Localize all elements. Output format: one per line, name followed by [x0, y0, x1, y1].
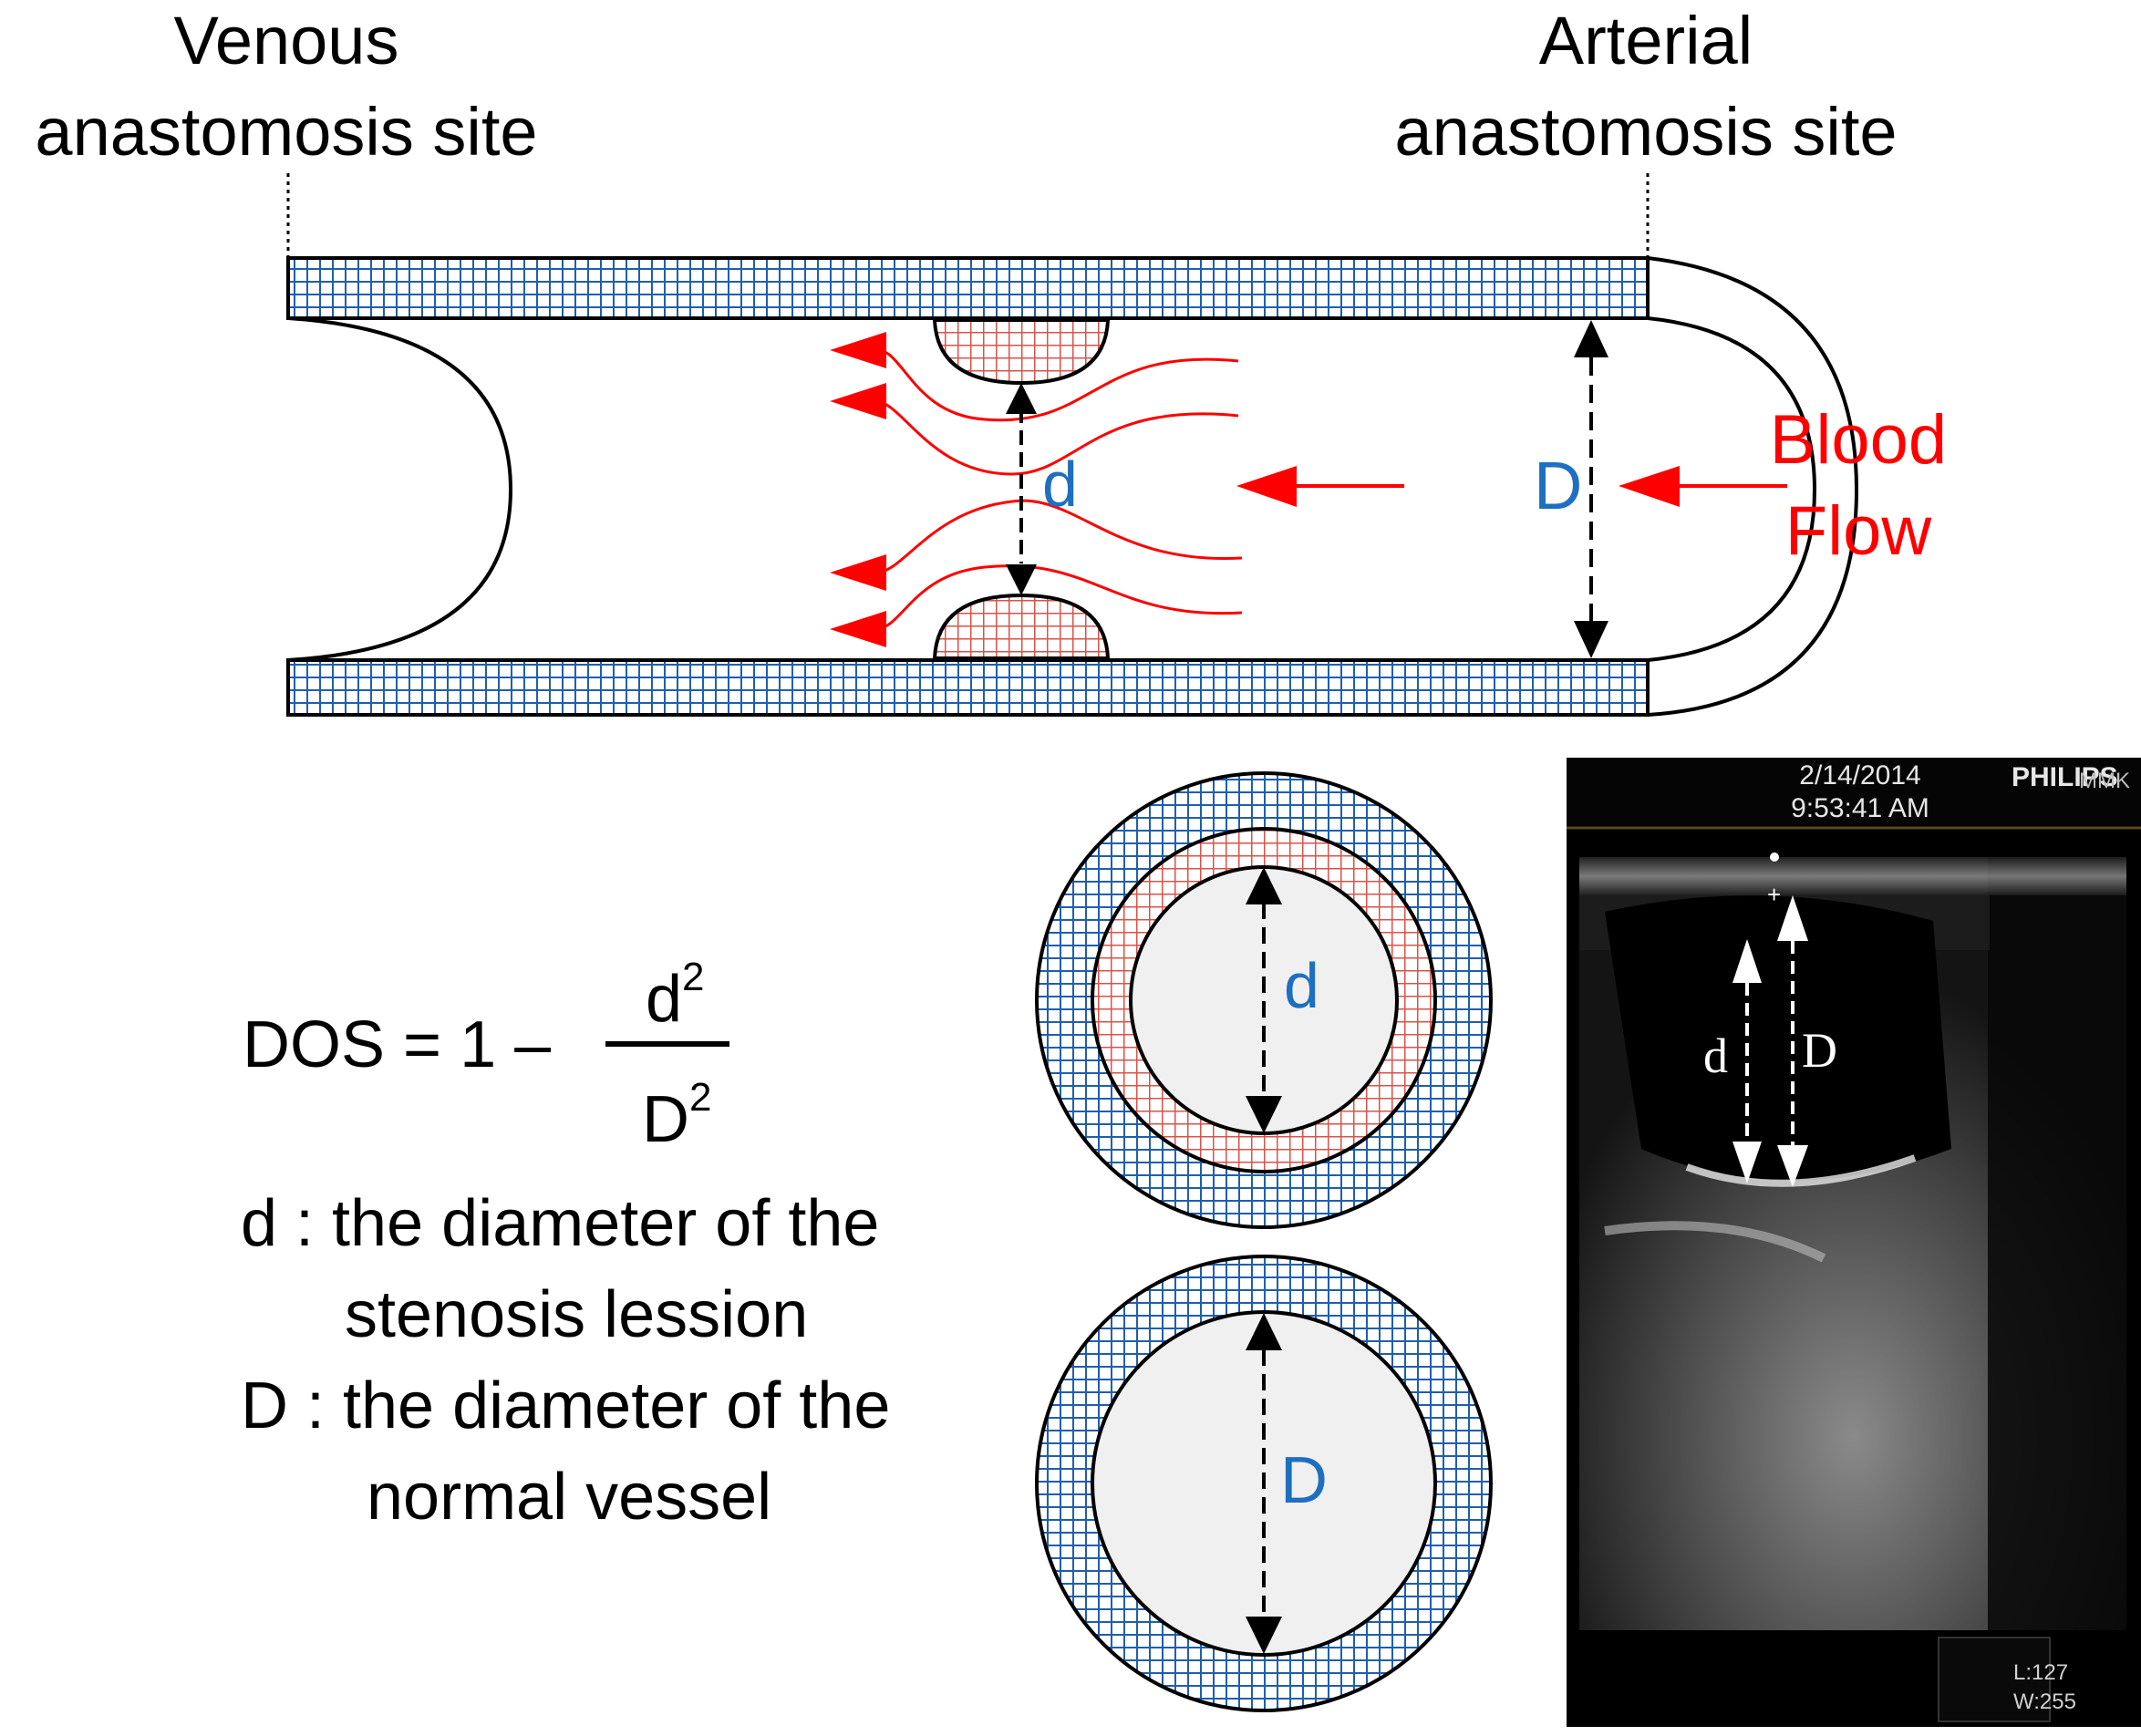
longitudinal-vessel — [286, 256, 1859, 717]
ultrasound-vessel-lumen — [1605, 895, 1951, 1181]
arrowhead-1 — [830, 332, 886, 368]
arterial-label-line1: Arterial — [1539, 3, 1753, 78]
D-label-longitudinal: D — [1534, 448, 1582, 523]
flow-arrow-inlet-head — [1619, 466, 1680, 507]
ultrasound-superficial-band — [1579, 857, 2126, 895]
ultrasound-brand: PHILIPS — [2012, 762, 2118, 792]
ultrasound-W-value: W:255 — [2013, 1690, 2076, 1714]
blood-flow-label-line1: Blood — [1770, 401, 1947, 479]
dos-formula: DOS = 1 – d2 D2 — [243, 955, 729, 1156]
D-label-cross-section: D — [1280, 1444, 1328, 1517]
dimension-D-longitudinal — [1574, 320, 1608, 658]
definition-legend: d : the diameter of the stenosis lession… — [241, 1187, 890, 1534]
d-label-cross-section: d — [1284, 950, 1319, 1021]
arterial-outer-curve — [1647, 256, 1859, 717]
formula-numerator: d2 — [646, 955, 705, 1036]
streamline-1 — [874, 348, 1239, 422]
ultrasound-deep-echo — [1604, 1221, 1826, 1263]
flow-arrow-middle-head — [1236, 466, 1297, 507]
ultrasound-D-label: D — [1802, 1023, 1837, 1078]
legend-d-line1: d : the diameter of the — [241, 1187, 879, 1260]
ultrasound-marker-dot — [1770, 852, 1779, 862]
bottom-plaque — [932, 593, 1111, 660]
blood-flow-label-line2: Flow — [1785, 492, 1933, 570]
cross-section-stenosis: d — [1035, 771, 1493, 1229]
ultrasound-marker-plus: + — [1767, 881, 1781, 908]
ultrasound-d-label: d — [1703, 1028, 1728, 1083]
ultrasound-info-box — [1938, 1637, 2051, 1722]
venous-label-line1: Venous — [174, 3, 399, 78]
ultrasound-d-measurement: d — [1703, 939, 1762, 1183]
venous-label-line2: anastomosis site — [35, 94, 537, 170]
legend-d-line2: stenosis lession — [345, 1278, 808, 1351]
legend-D-line2: normal vessel — [367, 1461, 771, 1534]
ultrasound-brand-extra: MMK — [2079, 769, 2130, 793]
venous-end-curve — [287, 316, 513, 662]
main-flow-arrows — [1236, 466, 1787, 507]
cross-section-normal: D — [1035, 1255, 1493, 1712]
arterial-label-line2: anastomosis site — [1394, 94, 1897, 170]
ultrasound-time: 9:53:41 AM — [1791, 793, 1929, 823]
streamline-3 — [874, 499, 1243, 574]
ultrasound-image: 2/14/2014 9:53:41 AM PHILIPS MMK + d — [1567, 758, 2141, 1727]
ultrasound-L-value: L:127 — [2013, 1660, 2068, 1685]
arrowhead-3 — [830, 554, 886, 591]
d-label-longitudinal: d — [1042, 449, 1078, 520]
top-plaque — [932, 318, 1111, 386]
top-vessel-wall — [286, 256, 1650, 320]
ultrasound-header-bar — [1567, 758, 2141, 825]
legend-D-line1: D : the diameter of the — [241, 1369, 890, 1442]
ultrasound-date: 2/14/2014 — [1799, 760, 1920, 790]
ultrasound-right-shadow — [1988, 857, 2126, 1630]
formula-denominator: D2 — [642, 1075, 711, 1156]
arrowhead-2 — [830, 383, 886, 419]
flow-arrowheads — [830, 332, 886, 647]
bottom-vessel-wall — [286, 658, 1650, 717]
ultrasound-D-measurement: D — [1777, 895, 1837, 1187]
arrowhead-4 — [830, 611, 886, 647]
streamline-2 — [874, 399, 1239, 476]
dimension-d-longitudinal — [1006, 383, 1037, 595]
formula-lhs: DOS = 1 – — [243, 1008, 552, 1081]
arterial-inner-curve — [1647, 316, 1817, 662]
